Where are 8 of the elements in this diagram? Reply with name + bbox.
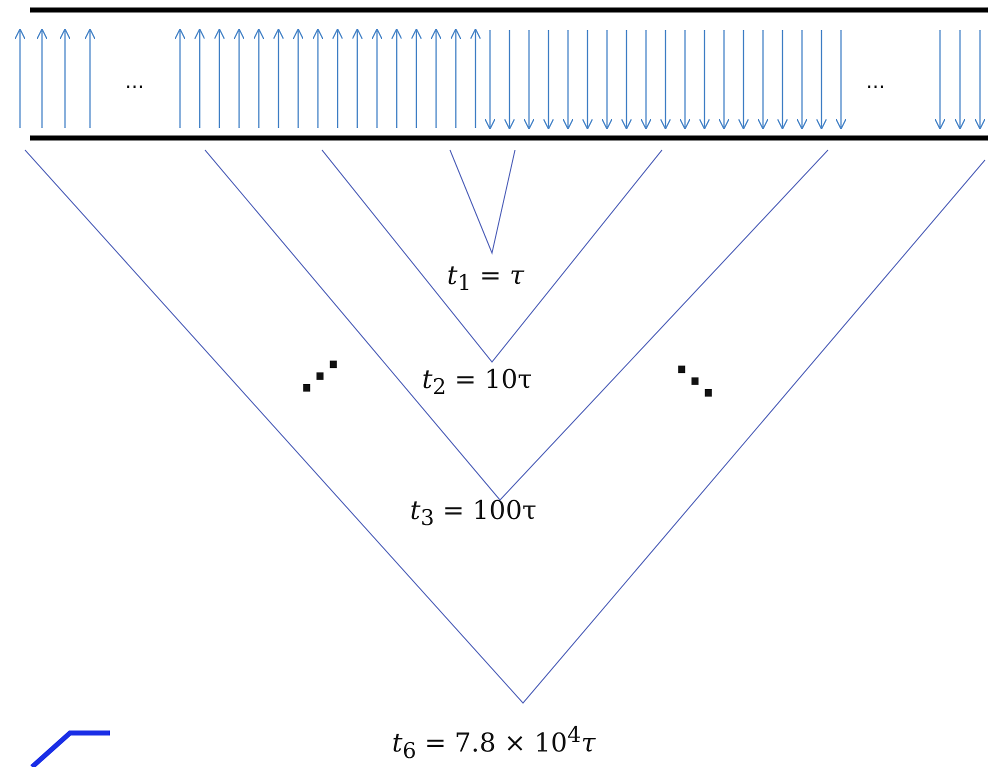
ellipsis: ⋰: [300, 355, 340, 399]
ellipsis: ⋱: [675, 360, 715, 404]
time-label: t$_{3}$ = 100τ: [410, 497, 537, 532]
time-label: t$_{2}$ = 10τ: [422, 366, 532, 400]
ellipsis: ...: [125, 70, 144, 92]
time-label: t$_{6}$ = 7.8 × 10$^{4}$τ: [392, 724, 596, 764]
ellipsis: ...: [866, 70, 886, 92]
time-label: t$_{1}$ = τ: [447, 262, 524, 296]
